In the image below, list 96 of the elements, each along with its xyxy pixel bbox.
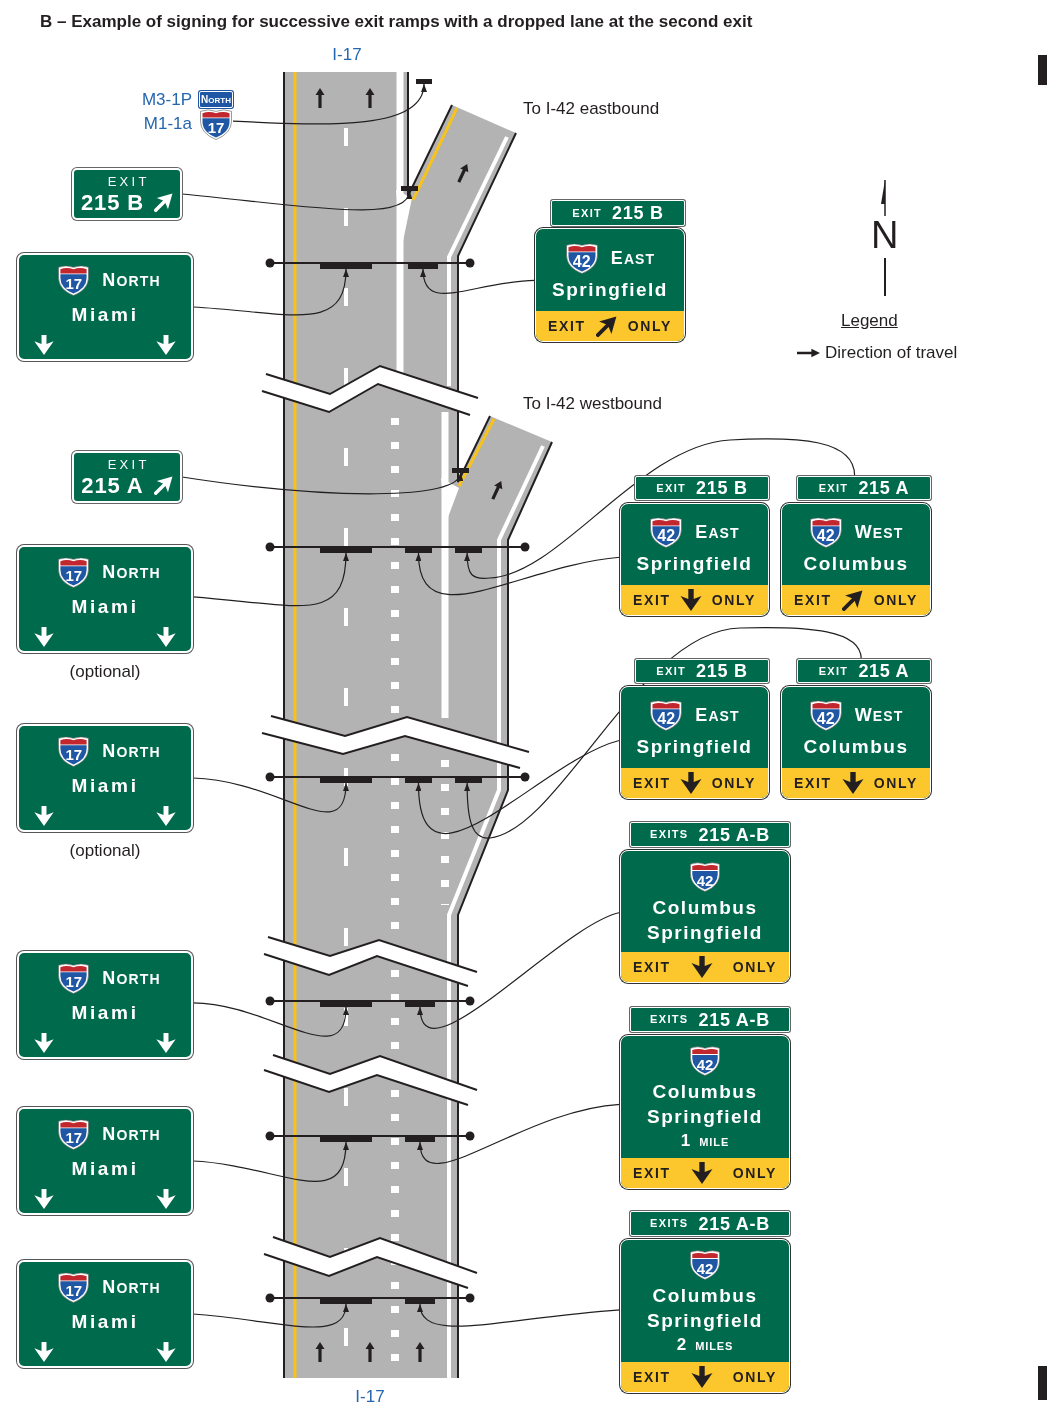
destination-name: Columbus: [652, 1082, 758, 1101]
distance-unit: MILE: [699, 1137, 730, 1148]
direction-word: NORTH: [102, 563, 161, 581]
destination-name: Miami: [71, 1003, 139, 1022]
exit-word: EXIT: [633, 1370, 671, 1384]
exit-word: EXITS: [650, 829, 689, 840]
exit-number: 215 A-B: [698, 825, 770, 844]
exit-word: EXIT: [572, 207, 603, 219]
sign-note: (optional): [68, 841, 142, 861]
north-letter: N: [871, 216, 899, 254]
route-number: 42: [815, 711, 836, 728]
destination-name: Miami: [71, 305, 139, 324]
route-number: 42: [695, 872, 715, 888]
destination-name: Columbus: [652, 1286, 758, 1305]
destination-name: Miami: [71, 1312, 139, 1331]
exit-word: EXIT: [106, 457, 150, 471]
direction-word: NORTH: [201, 94, 231, 105]
only-word: ONLY: [873, 776, 918, 790]
ramp-destination: To I-42 westbound: [523, 394, 662, 414]
route-number: 42: [695, 1260, 715, 1276]
destination-name: Miami: [71, 597, 139, 616]
exit-number: 215 B: [696, 662, 748, 680]
destination-name: Columbus: [803, 737, 909, 756]
ramp-destination: To I-42 eastbound: [523, 99, 660, 119]
route-number: 42: [695, 1056, 715, 1072]
direction-word: NORTH: [102, 969, 161, 987]
exit-word: EXIT: [818, 482, 849, 494]
only-word: ONLY: [732, 1166, 777, 1180]
exit-word: EXIT: [656, 482, 687, 494]
distance-number: 2: [676, 1336, 687, 1353]
route-number: 17: [64, 276, 84, 292]
exit-word: EXIT: [633, 776, 671, 790]
direction-word: NORTH: [102, 1278, 161, 1296]
road-name: I-17: [354, 1387, 386, 1407]
distance-number: 1: [680, 1132, 691, 1149]
destination-name: Miami: [71, 776, 139, 795]
legend-title: Legend: [841, 311, 898, 331]
route-number: 17: [64, 1130, 84, 1146]
exit-word: EXIT: [548, 319, 586, 333]
exit-number: 215 A-B: [698, 1214, 770, 1233]
exit-word: EXITS: [650, 1218, 689, 1229]
only-word: ONLY: [732, 960, 777, 974]
only-word: ONLY: [732, 1370, 777, 1384]
exit-number: 215 B: [696, 479, 748, 497]
exit-word: EXIT: [106, 174, 150, 188]
road-name: I-17: [331, 45, 363, 65]
exit-word: EXIT: [794, 593, 832, 607]
exit-number: 215 A: [81, 474, 144, 497]
direction-word: NORTH: [102, 1125, 161, 1143]
exit-number: 215 B: [80, 191, 145, 214]
sign-code-label: M3-1P: [141, 89, 192, 110]
destination-name: Miami: [71, 1159, 139, 1178]
destination-name: Springfield: [552, 279, 668, 299]
route-number: 17: [64, 1283, 84, 1299]
exit-word: EXIT: [794, 776, 832, 790]
only-word: ONLY: [711, 593, 756, 607]
sign-code-label: M1-1a: [143, 114, 192, 134]
destination-name: Columbus: [803, 554, 909, 573]
direction-word: WEST: [854, 706, 904, 724]
exit-number: 215 B: [612, 204, 664, 222]
only-word: ONLY: [627, 319, 672, 333]
route-number: 42: [571, 253, 592, 270]
exit-word: EXIT: [633, 593, 671, 607]
route-number: 17: [64, 747, 84, 763]
exit-number: 215 A: [858, 479, 910, 497]
destination-name: Columbus: [652, 898, 758, 917]
destination-name: Springfield: [636, 737, 753, 756]
only-word: ONLY: [711, 776, 756, 790]
exit-number: 215 A: [858, 662, 910, 680]
route-number: 17: [64, 568, 84, 584]
exit-number: 215 A-B: [698, 1010, 770, 1029]
exit-word: EXIT: [656, 665, 687, 677]
sign-note: (optional): [68, 662, 142, 682]
exit-word: EXIT: [633, 960, 671, 974]
only-word: ONLY: [873, 593, 918, 607]
destination-name: Springfield: [647, 1311, 763, 1330]
route-number: 42: [815, 528, 836, 545]
exit-word: EXIT: [818, 665, 849, 677]
direction-word: WEST: [854, 523, 904, 541]
direction-word: EAST: [695, 706, 740, 724]
direction-word: EAST: [610, 248, 656, 267]
route-number: 42: [656, 711, 677, 728]
route-number: 17: [206, 120, 226, 136]
direction-word: EAST: [695, 523, 740, 541]
exit-word: EXITS: [650, 1014, 689, 1025]
destination-name: Springfield: [647, 1107, 763, 1126]
direction-word: NORTH: [102, 742, 161, 760]
route-number: 17: [64, 974, 84, 990]
route-number: 42: [656, 528, 677, 545]
exit-word: EXIT: [633, 1166, 671, 1180]
destination-name: Springfield: [647, 923, 763, 942]
diagram-title: B – Example of signing for successive exit ramps with a dropped lane at the second exit: [40, 11, 753, 33]
distance-unit: MILES: [695, 1341, 734, 1352]
legend-text: Direction of travel: [825, 343, 958, 363]
direction-word: NORTH: [102, 271, 161, 289]
destination-name: Springfield: [636, 554, 753, 573]
